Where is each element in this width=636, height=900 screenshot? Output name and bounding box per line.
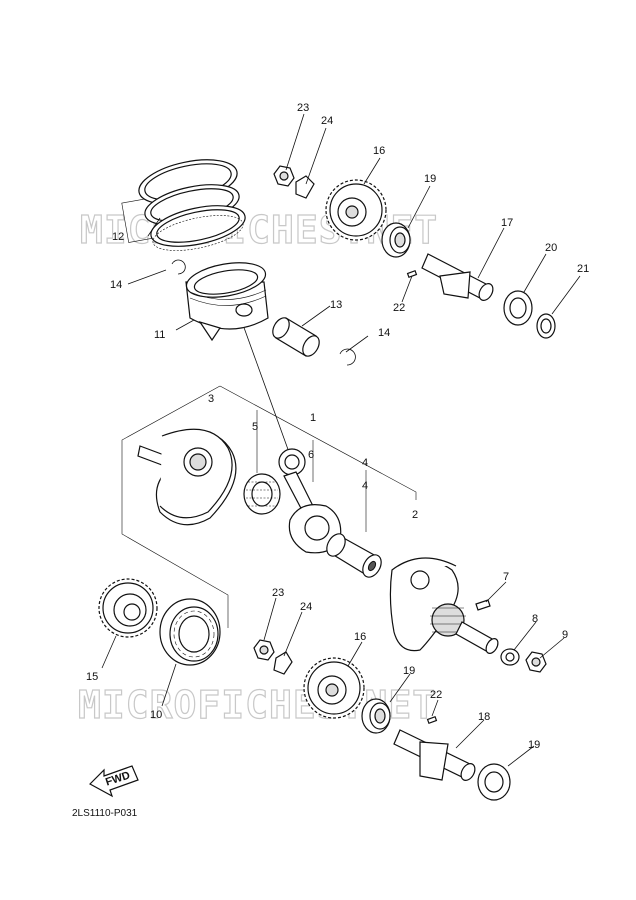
label-7: 7 [503,571,509,583]
main-bearing [159,598,221,666]
label-16-top: 16 [373,145,385,157]
label-11: 11 [154,329,165,341]
balancer-gear-lower [303,657,365,719]
balancer-bearing-lower-right [477,763,511,801]
label-18: 18 [478,711,490,723]
crank-pin [326,533,382,578]
label-3: 3 [208,393,214,405]
nut-lower [253,639,275,661]
piston-rings [121,159,246,251]
label-23-top: 23 [297,102,309,114]
washer [500,648,520,666]
diagram-reference-code: 2LS1110-P031 [72,808,138,819]
balancer-bearing-upper-left [381,222,411,258]
label-4-top: 4 [362,457,368,469]
assembly-bracket-lines [121,321,417,628]
label-23-bottom: 23 [272,587,284,599]
connecting-rod [278,448,342,554]
crankshaft-right [389,557,499,654]
leader-lines [101,113,581,767]
label-17: 17 [501,217,513,229]
primary-gear [98,578,158,638]
nut-upper [273,165,295,187]
label-4-bottom: 4 [362,480,368,492]
label-22-bottom: 22 [430,689,442,701]
dowel-pin-lower [426,715,438,725]
oil-seal [536,313,556,339]
label-13: 13 [330,299,342,311]
label-21: 21 [577,263,589,275]
label-24-top: 24 [321,115,333,127]
label-16-bottom: 16 [354,631,366,643]
label-15: 15 [86,671,98,683]
circlip-lower [339,348,356,366]
piston [185,262,269,342]
forward-arrow-icon: FWD [89,765,139,798]
lock-washer-upper [295,175,315,199]
woodruff-key [475,599,491,611]
label-1: 1 [310,412,316,424]
label-19-mid: 19 [403,665,415,677]
circlip-upper [171,259,186,275]
label-14-right: 14 [378,327,390,339]
label-12: 12 [112,231,124,243]
label-19-bottom: 19 [528,739,540,751]
balancer-shaft-lower [393,729,476,781]
label-5: 5 [252,421,258,433]
label-10: 10 [150,709,162,721]
dowel-pin-upper [406,269,418,279]
label-20: 20 [545,242,557,254]
label-2: 2 [412,509,418,521]
balancer-bearing-upper-right [503,290,533,326]
needle-bearing [243,473,281,515]
label-9: 9 [562,629,568,641]
label-8: 8 [532,613,538,625]
balancer-gear-upper [325,179,387,241]
part-labels: 23 24 16 19 17 20 21 22 12 14 11 13 14 3… [86,102,589,751]
piston-pin [272,317,320,357]
label-22-top: 22 [393,302,405,314]
balancer-shaft-upper [421,253,494,301]
label-24-bottom: 24 [300,601,312,613]
crankshaft-left [137,428,237,526]
label-19-top: 19 [424,173,436,185]
balancer-bearing-lower-left [361,698,391,734]
label-14-left: 14 [110,279,122,291]
label-6: 6 [308,449,314,461]
lock-washer-lower [273,651,293,675]
